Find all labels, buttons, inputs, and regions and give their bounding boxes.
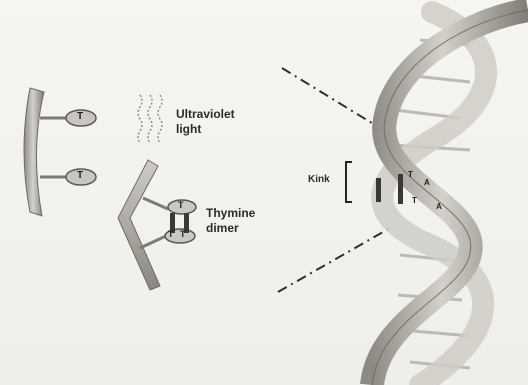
base-letter-dimer-right: T <box>180 229 186 239</box>
backbone-before-uv <box>24 88 44 216</box>
base-letter-single-top: T <box>77 111 83 122</box>
base-letter-helix-a1: A <box>424 178 430 187</box>
uv-light-label: Ultraviolet light <box>176 107 235 137</box>
dna-double-helix <box>372 10 528 385</box>
backbone-kinked <box>118 160 160 290</box>
base-letter-helix-t2: T <box>412 196 417 205</box>
dimer-linker-lower <box>140 236 166 248</box>
kink-label: Kink <box>308 172 330 187</box>
kink-bracket <box>346 162 352 202</box>
thymine-dimer-label: Thymine dimer <box>206 206 255 236</box>
zoom-lines <box>278 68 390 292</box>
base-letter-dimer-top: T <box>178 200 184 210</box>
base-letter-helix-t1: T <box>408 170 413 179</box>
helix-dimer-bar-1 <box>376 178 381 202</box>
helix-dimer-bar-2 <box>398 174 403 204</box>
uv-light-waves <box>138 95 162 143</box>
base-letter-helix-a2: A <box>436 202 442 211</box>
base-letter-single-bottom: T <box>77 170 83 181</box>
dimer-linker-upper <box>143 198 168 209</box>
base-letter-dimer-left: T <box>168 229 174 239</box>
